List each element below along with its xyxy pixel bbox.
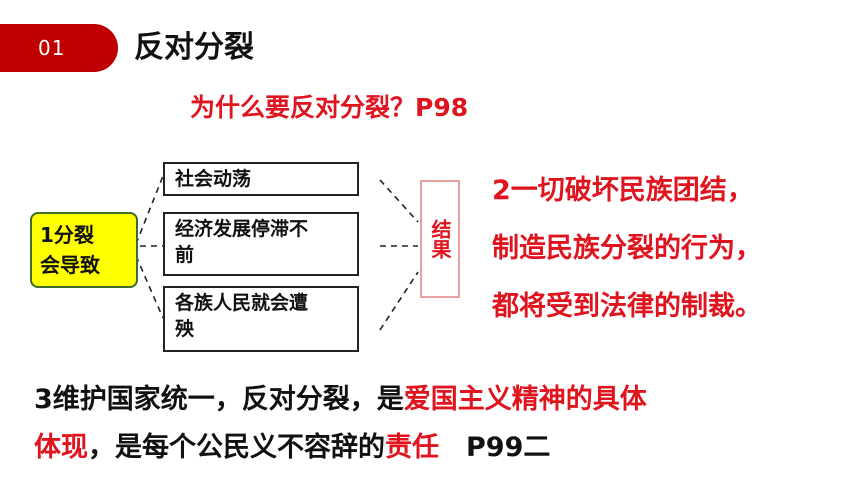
result-line-3: 都将受到法律的制裁。	[492, 291, 762, 322]
cause-box: 1分裂 会导致	[30, 212, 138, 288]
cause-line-2: 会导致	[40, 253, 100, 277]
result-label-box: 结果	[420, 180, 460, 298]
section-title: 反对分裂	[134, 30, 254, 65]
conclusion-page-ref: P99二	[439, 432, 551, 463]
effect-box-economic-stagnation: 经济发展停滞不 前	[163, 212, 359, 276]
result-line-2: 制造民族分裂的行为，	[492, 233, 762, 264]
cause-line-1: 1分裂	[40, 223, 94, 247]
conclusion-highlight-embodiment: 体现	[34, 432, 88, 463]
question-text: 为什么要反对分裂？P98	[190, 93, 469, 122]
effect-2-line-1: 经济发展停滞不	[175, 218, 309, 240]
connector-effect-3-to-result	[379, 271, 419, 331]
effect-3-line-1: 各族人民就会遭	[175, 292, 309, 314]
conclusion-highlight-patriotism: 爱国主义精神的具体	[403, 384, 647, 415]
header-bar	[0, 24, 118, 72]
effect-2-line-2: 前	[175, 244, 195, 266]
connector-cause-to-effect-1	[135, 175, 164, 245]
conclusion-part-2: ，是每个公民义不容辞的	[88, 432, 385, 463]
conclusion-text: 3维护国家统一，反对分裂，是爱国主义精神的具体体现，是每个公民义不容辞的责任 P…	[34, 376, 834, 472]
conclusion-part-1: 3维护国家统一，反对分裂，是	[34, 384, 404, 415]
effect-1-line-1: 社会动荡	[175, 168, 252, 190]
effect-3-line-2: 殃	[175, 318, 195, 340]
connector-effect-1-to-result	[379, 179, 419, 223]
effect-box-people-suffer: 各族人民就会遭 殃	[163, 286, 359, 352]
result-text: 2一切破坏民族团结， 制造民族分裂的行为， 都将受到法律的制裁。	[492, 162, 852, 336]
result-line-1: 2一切破坏民族团结，	[492, 175, 754, 206]
conclusion-highlight-responsibility: 责任	[385, 432, 439, 463]
effect-box-social-unrest: 社会动荡	[163, 162, 359, 196]
connector-cause-to-effect-3	[135, 255, 164, 319]
section-number: 01	[38, 36, 66, 60]
